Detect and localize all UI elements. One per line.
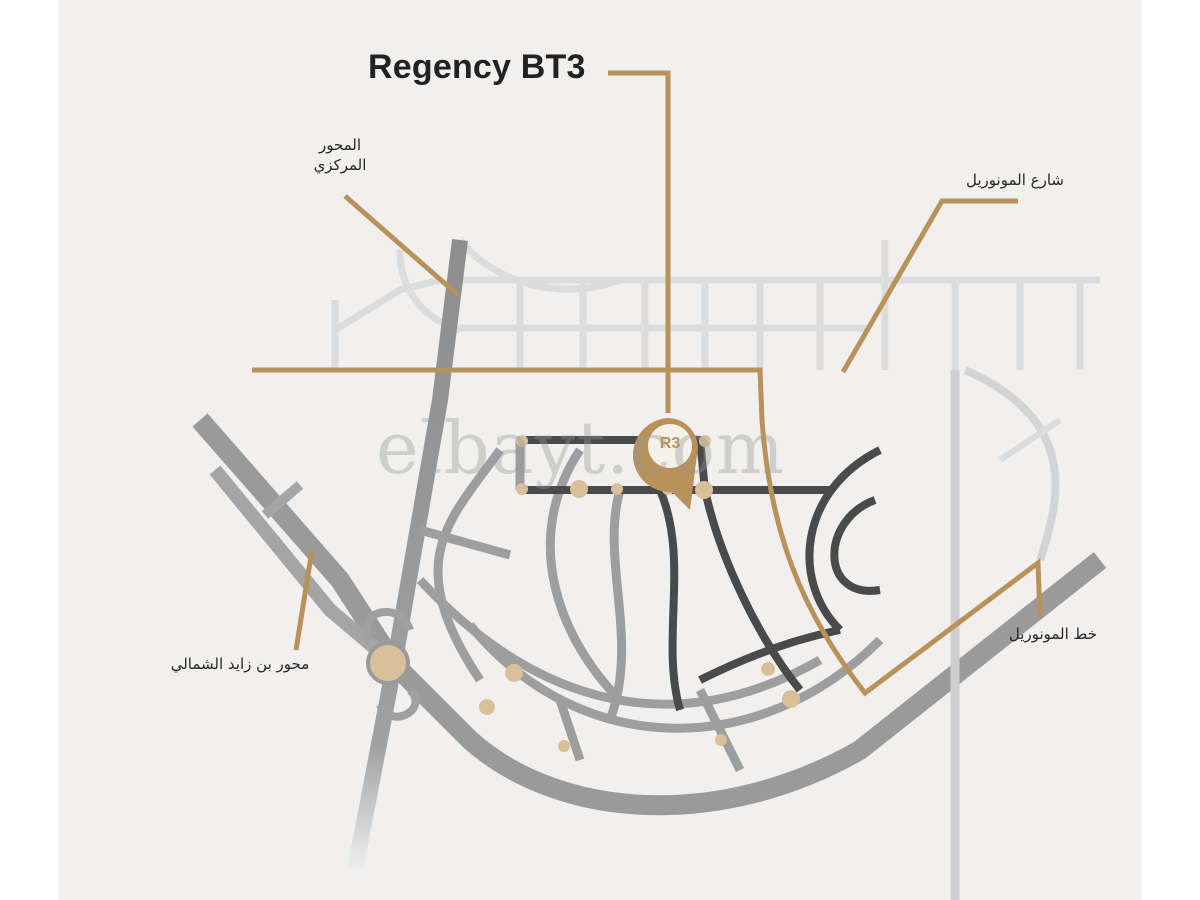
central-axis-road bbox=[347, 239, 468, 872]
watermark: elbayt.com bbox=[376, 406, 786, 490]
bin-zayed-road bbox=[192, 413, 1107, 816]
label-monorail-line: خط المونوريل bbox=[1008, 625, 1098, 643]
label-monorail-street: شارع المونوريل bbox=[966, 171, 1064, 189]
label-central-axis-line2: المركزي bbox=[313, 156, 367, 174]
gold-leader-lines bbox=[252, 70, 1043, 697]
project-title: Regency BT3 bbox=[368, 48, 586, 86]
upper-grid-roads bbox=[331, 237, 1100, 370]
label-central-axis: المحور المركزي bbox=[300, 135, 380, 175]
pin-label: R3 bbox=[659, 435, 681, 452]
label-bin-zayed-north: محور بن زايد الشمالي bbox=[170, 655, 310, 673]
station-nodes bbox=[479, 435, 800, 752]
road-map bbox=[192, 70, 1120, 900]
location-pin-icon bbox=[632, 418, 698, 510]
label-central-axis-line1: المحور bbox=[318, 136, 362, 154]
map-panel: elbayt.com bbox=[58, 0, 1142, 900]
